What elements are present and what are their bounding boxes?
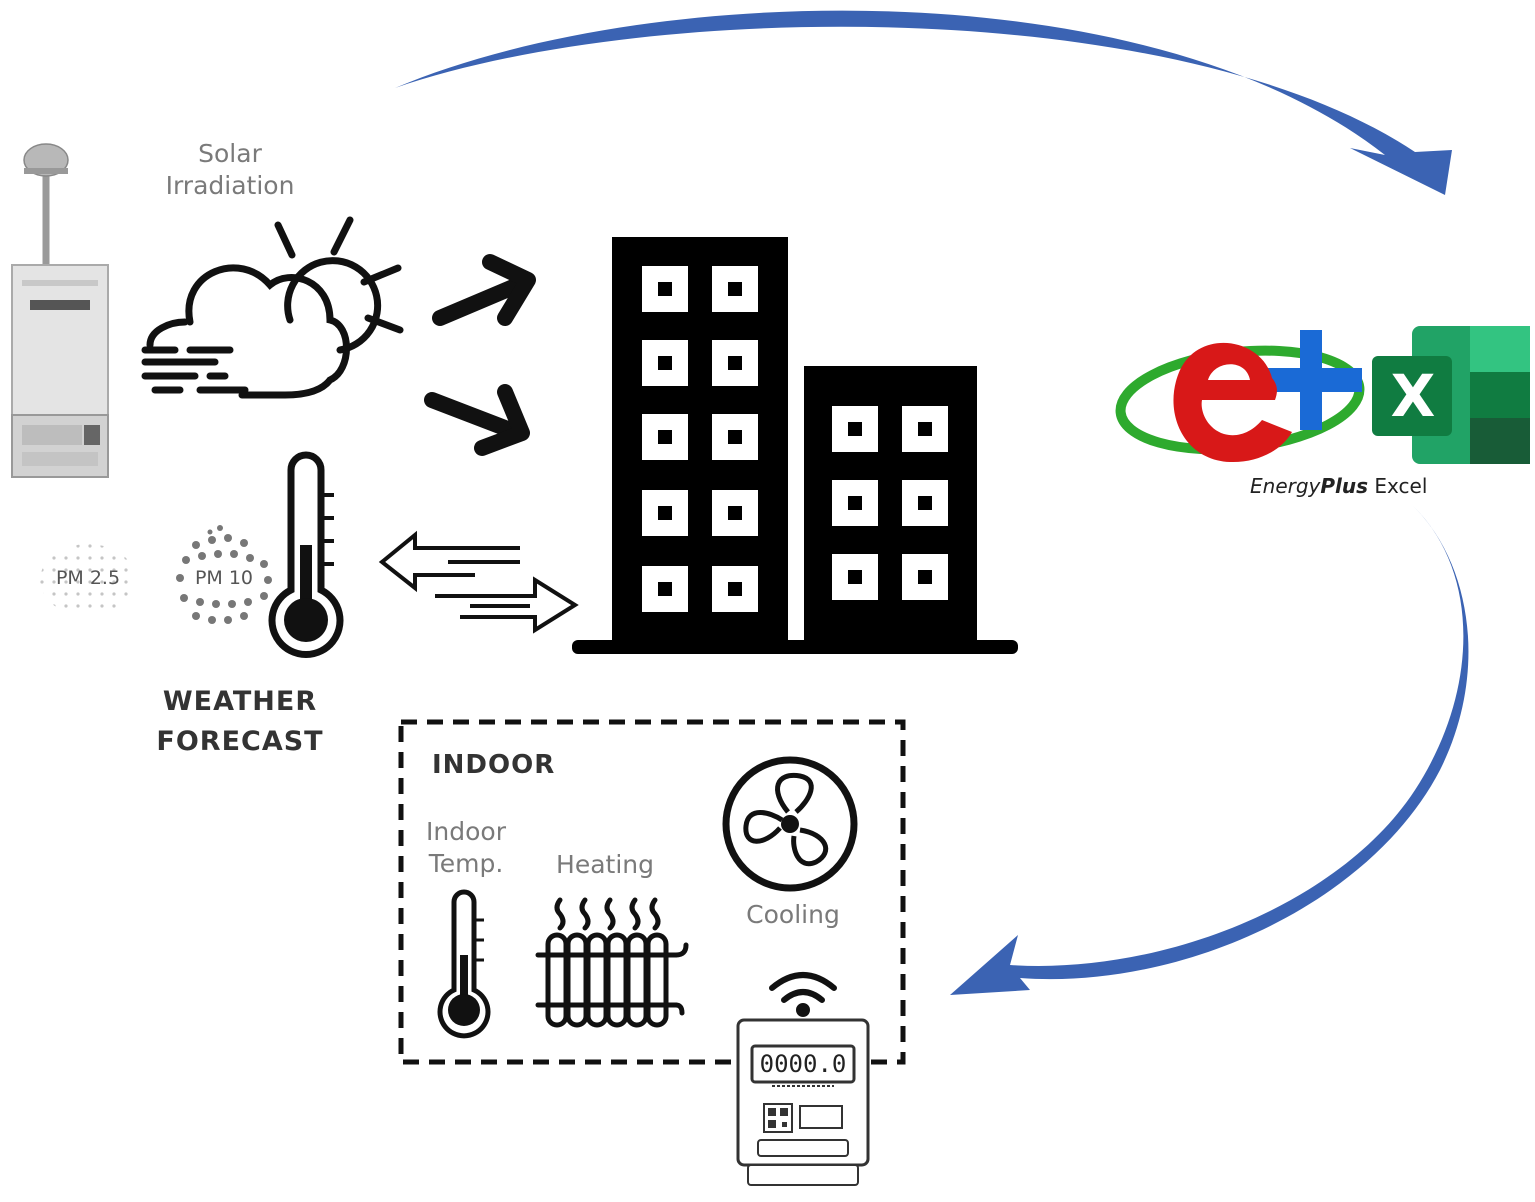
flow-arrow-top bbox=[395, 10, 1452, 195]
flow-arrow-right bbox=[950, 505, 1469, 995]
building-icon bbox=[572, 237, 1018, 654]
pm25-label: PM 2.5 bbox=[55, 567, 121, 589]
pm25-particles-icon bbox=[40, 544, 136, 616]
forecast-line2: FORECAST bbox=[156, 726, 324, 757]
fan-icon bbox=[722, 756, 858, 892]
indoor-temp-label: Indoor Temp. bbox=[418, 816, 514, 880]
energyplus-plus-text: Plus bbox=[1320, 474, 1369, 498]
arrow-up-right-icon bbox=[432, 254, 536, 326]
meter-reading: 0000.0 bbox=[759, 1050, 847, 1078]
solar-label-line2: Irradiation bbox=[165, 171, 295, 200]
forecast-line1: WEATHER bbox=[162, 686, 318, 717]
weather-forecast-label: WEATHER FORECAST bbox=[140, 682, 340, 762]
indoor-thermometer-icon bbox=[437, 889, 491, 1039]
energyplus-energy-text: Energy bbox=[1250, 474, 1321, 498]
solar-irradiation-label: Solar Irradiation bbox=[150, 138, 310, 202]
energyplus-excel-label: EnergyPlus Excel bbox=[1250, 474, 1427, 498]
outdoor-thermometer-icon bbox=[268, 451, 344, 659]
indoor-title: INDOOR bbox=[432, 750, 556, 780]
radiator-icon bbox=[535, 897, 689, 1028]
pm10-label: PM 10 bbox=[194, 567, 254, 589]
cloud-sun-icon bbox=[141, 216, 404, 399]
solar-label-line1: Solar bbox=[198, 139, 262, 168]
particle-sampler-icon bbox=[11, 143, 109, 478]
arrow-down-right-icon bbox=[424, 384, 530, 456]
smart-meter-icon bbox=[736, 1018, 870, 1186]
excel-logo-icon bbox=[1372, 326, 1530, 464]
cooling-label: Cooling bbox=[746, 900, 840, 929]
exchange-arrows-icon bbox=[378, 530, 579, 634]
wifi-icon bbox=[769, 972, 837, 1017]
pm10-particles-icon bbox=[176, 525, 272, 624]
excel-letter: X bbox=[1390, 362, 1436, 430]
excel-text: Excel bbox=[1374, 474, 1428, 498]
heating-label: Heating bbox=[556, 850, 654, 879]
indoor-temp-line2: Temp. bbox=[428, 849, 504, 878]
indoor-temp-line1: Indoor bbox=[426, 817, 506, 846]
energyplus-logo-icon bbox=[1115, 330, 1365, 463]
indoor-box bbox=[398, 719, 906, 1065]
